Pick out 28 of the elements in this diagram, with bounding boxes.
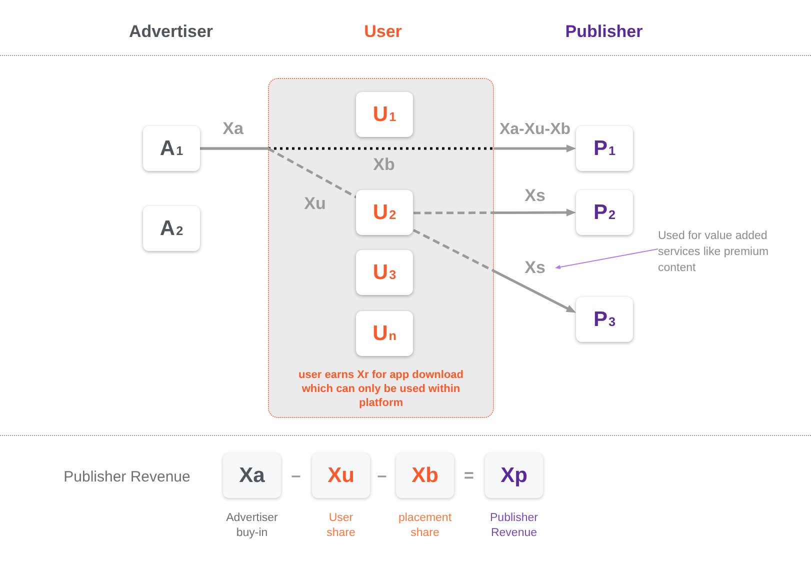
edge-label: Xs [524, 186, 546, 206]
term-caption: placement share [398, 511, 452, 541]
formula-term-card: Xp [485, 453, 543, 498]
arrow [414, 208, 576, 216]
operator-sign: – [377, 466, 387, 486]
column-header: User [364, 22, 402, 42]
leader-line [554, 248, 658, 270]
flow-label: Xa [222, 119, 244, 139]
annotation-text: Used for value added services like premium content [658, 228, 790, 276]
term-caption: User share [326, 511, 356, 541]
flow-label: Xb [373, 155, 395, 175]
column-header: Publisher [565, 22, 643, 42]
operator-sign: – [291, 466, 301, 486]
connector-line [200, 147, 358, 198]
term-caption: Publisher Revenue [489, 511, 539, 541]
edge-label: Xa-Xu-Xb [499, 120, 571, 140]
row-title: Publisher Revenue [64, 468, 190, 486]
formula-term-card: Xa [223, 453, 281, 498]
formula-term-card: Xb [396, 453, 454, 498]
edge-label: Xu [304, 194, 326, 214]
term-caption: Advertiser buy-in [225, 511, 279, 541]
edge-label: Xs [524, 258, 546, 278]
user-group-panel [268, 78, 494, 418]
arrow [412, 228, 577, 314]
panel-note: user earns Xr for app download which can only be used within platform [297, 368, 465, 410]
formula-term-card: Xu [312, 453, 370, 498]
column-header: Advertiser [128, 22, 214, 42]
operator-sign: = [464, 466, 474, 486]
